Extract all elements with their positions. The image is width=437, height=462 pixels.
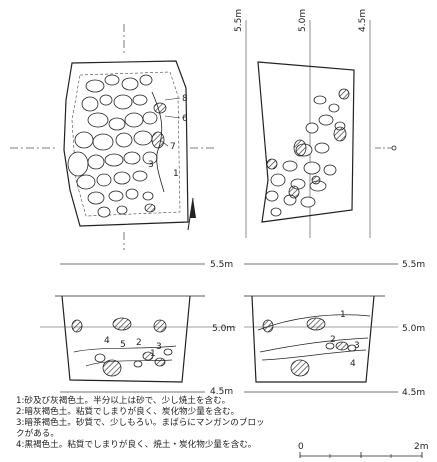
left-layer-5: 5 xyxy=(120,340,126,350)
plan-layer-7: 7 xyxy=(170,142,176,152)
legend-layer-4: 4:黒褐色土。粘質でしまりが良く、焼土・炭化物少量を含む。 xyxy=(16,440,257,450)
right-layer-2: 2 xyxy=(330,335,336,345)
left-layer-3: 3 xyxy=(156,342,162,352)
level-50-right: 5.0m xyxy=(402,324,425,334)
north-arrow xyxy=(187,197,196,231)
right-section-stones xyxy=(262,317,349,377)
right-layer-4: 4 xyxy=(350,359,356,369)
plan-view: 8 6 7 3 1 xyxy=(10,24,215,250)
level-55-line: 5.5m 5.5m xyxy=(60,260,425,270)
plan-layer-6: 6 xyxy=(182,114,188,124)
plan-layer-3: 3 xyxy=(148,160,154,170)
cross-section-left: 4 5 2 3 1 5.0m xyxy=(40,295,236,383)
legend-layer-3: 3:暗茶褐色土。砂質で、少しもろい。まばらにマンガンのブロッ xyxy=(16,418,265,428)
legend-layer-3-cont: クがある。 xyxy=(16,429,59,439)
level-45-line: 4.5m 4.5m xyxy=(60,387,425,398)
plan-level-55: 5.5m xyxy=(234,9,244,32)
section-stones xyxy=(265,95,346,217)
legend-layer-2: 2:暗灰褐色土。粘質でしまりが良く、炭化物少量を含む。 xyxy=(16,407,240,417)
level-55-mid: 5.5m xyxy=(210,260,233,270)
right-pit-profile xyxy=(251,295,375,383)
scale-bar: 0 2m xyxy=(298,442,429,458)
left-layer-2: 2 xyxy=(136,338,142,348)
cross-section-right: 1 2 3 4 5.0m xyxy=(244,295,425,383)
section-burnt-stones xyxy=(266,88,350,199)
plan-burnt-stones xyxy=(144,102,167,213)
plan-layer-1: 1 xyxy=(173,169,179,179)
level-55-right: 5.5m xyxy=(402,260,425,270)
right-layer-3: 3 xyxy=(354,341,360,351)
legend-layer-1: 1:砂及び灰褐色土。半分以上は砂で、少し焼土を含む。 xyxy=(16,396,231,406)
left-layer-1: 1 xyxy=(150,349,156,359)
level-50-center: 5.0m xyxy=(212,324,235,334)
level-45-center: 4.5m xyxy=(210,387,233,397)
plan-layer-8: 8 xyxy=(182,94,188,104)
long-section: 5.5m 5.0m 4.5m xyxy=(234,9,397,238)
level-45-right: 4.5m xyxy=(402,388,425,398)
plan-pit-inner-edge xyxy=(71,71,181,217)
plan-stones xyxy=(67,74,158,218)
plan-level-50: 5.0m xyxy=(298,9,308,32)
left-section-stones xyxy=(71,317,167,377)
section-pit-outline xyxy=(257,61,355,223)
plan-level-45: 4.5m xyxy=(358,9,368,32)
scale-end-label: 2m xyxy=(414,442,429,452)
section-marker xyxy=(391,145,397,151)
right-layer-1: 1 xyxy=(340,310,346,320)
plan-pit-outline xyxy=(63,60,189,227)
left-pit-profile xyxy=(61,295,191,383)
left-layer-4: 4 xyxy=(104,336,110,346)
plan-layer-boundary xyxy=(151,91,165,193)
scale-start-label: 0 xyxy=(298,442,304,452)
